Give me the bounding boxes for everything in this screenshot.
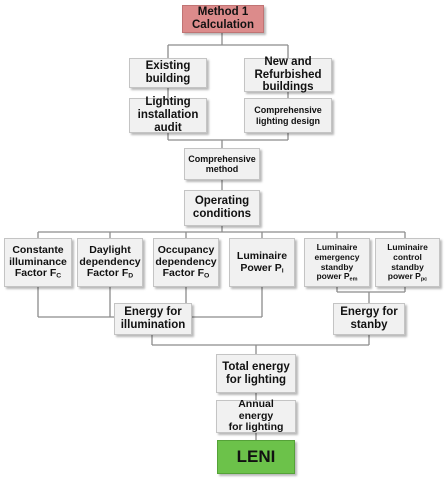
- leni-label: LENI: [236, 447, 276, 467]
- luminaire-control-standby-power-box: Luminaire control standby power Ppc: [375, 238, 440, 287]
- occupancy-dependency-factor-box: Occupancy dependency Factor FO: [153, 238, 219, 287]
- energy-for-illumination-label: Energy for illumination: [120, 306, 186, 331]
- energy-for-standby-box: Energy for stanby: [333, 303, 405, 335]
- luminaire-emergency-standby-power-label: Luminaire emergency standby power Pem: [314, 242, 360, 283]
- luminaire-power-box: Luminaire Power Pi: [229, 238, 295, 287]
- comprehensive-lighting-design-label: Comprehensive lighting design: [254, 105, 322, 126]
- comprehensive-lighting-design-box: Comprehensive lighting design: [244, 98, 332, 133]
- leni-box: LENI: [217, 440, 295, 474]
- method-1-calculation-label: Method 1 Calculation: [192, 6, 254, 31]
- daylight-dependency-factor-box: Daylight dependency Factor FD: [77, 238, 143, 287]
- lighting-installation-audit-label: Lighting installation audit: [137, 96, 199, 134]
- constant-illuminance-factor-label: Constante illuminance Factor FC: [9, 243, 67, 281]
- new-refurbished-buildings-label: New and Refurbished buildings: [254, 55, 322, 94]
- comprehensive-method-box: Comprehensive method: [184, 148, 260, 180]
- method-1-calculation-box: Method 1 Calculation: [182, 5, 264, 33]
- constant-illuminance-factor-box: Constante illuminance Factor FC: [4, 238, 72, 287]
- lighting-installation-audit-box: Lighting installation audit: [129, 96, 207, 134]
- luminaire-power-label: Luminaire Power Pi: [236, 249, 288, 275]
- new-refurbished-buildings-box: New and Refurbished buildings: [244, 55, 332, 94]
- luminaire-emergency-standby-power-box: Luminaire emergency standby power Pem: [304, 238, 370, 287]
- existing-building-label: Existing building: [145, 60, 191, 85]
- total-energy-for-lighting-label: Total energy for lighting: [222, 360, 290, 386]
- comprehensive-method-label: Comprehensive method: [188, 153, 256, 174]
- total-energy-for-lighting-box: Total energy for lighting: [216, 354, 296, 393]
- luminaire-control-standby-power-label: Luminaire control standby power Ppc: [387, 242, 428, 283]
- annual-energy-for-lighting-box: Annual energy for lighting: [216, 397, 296, 434]
- occupancy-dependency-factor-label: Occupancy dependency Factor FO: [155, 243, 217, 281]
- annual-energy-for-lighting-label: Annual energy for lighting: [228, 397, 284, 434]
- existing-building-box: Existing building: [129, 58, 207, 88]
- operating-conditions-label: Operating conditions: [192, 195, 252, 220]
- daylight-dependency-factor-label: Daylight dependency Factor FD: [79, 243, 141, 281]
- energy-for-illumination-box: Energy for illumination: [114, 303, 192, 335]
- operating-conditions-box: Operating conditions: [184, 190, 260, 226]
- energy-for-standby-label: Energy for stanby: [340, 306, 398, 331]
